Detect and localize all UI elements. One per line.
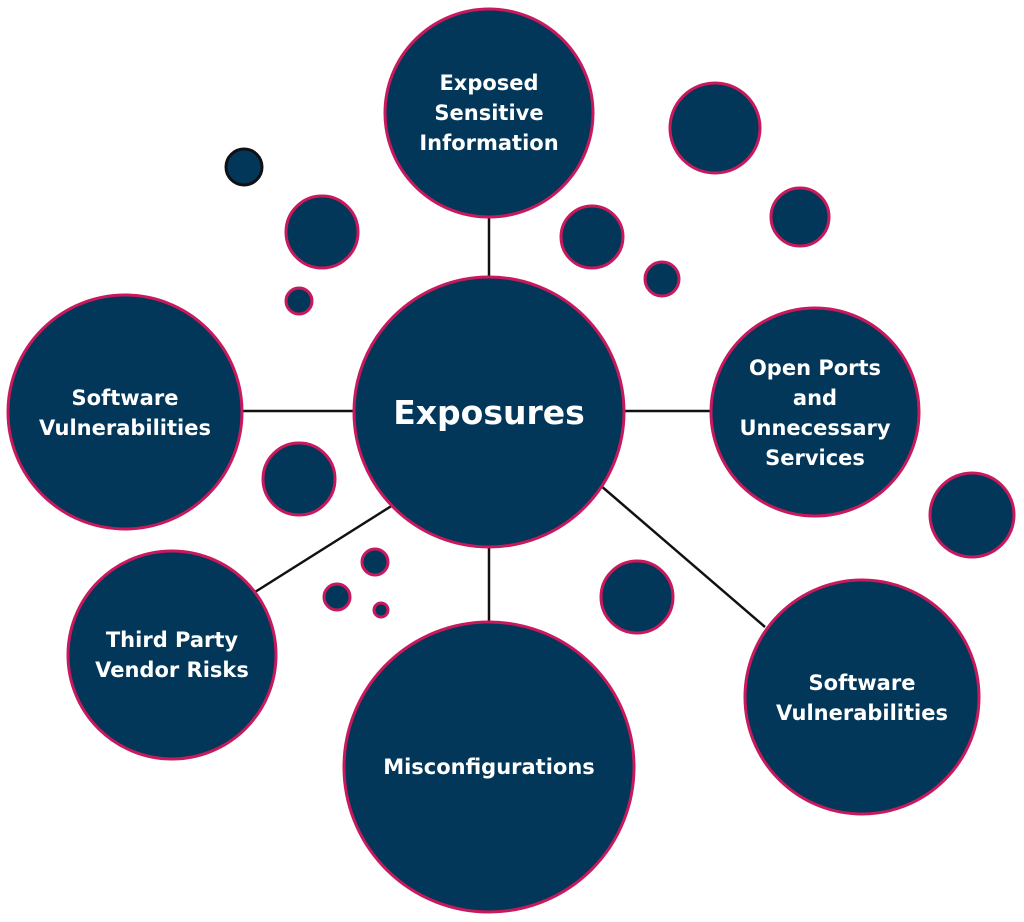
node-label-line: Information [419, 131, 558, 155]
bubble [284, 286, 314, 316]
node-exposed-sensitive-information: Exposed Sensitive Information [383, 7, 595, 219]
node-label-line: Sensitive [434, 101, 543, 125]
node-circle [66, 549, 278, 761]
connector-bottom-right [599, 484, 766, 628]
bubble [769, 186, 831, 248]
bubble [928, 471, 1016, 559]
node-circle [342, 620, 636, 914]
node-label-line: Unnecessary [739, 416, 890, 440]
node-label-line: Vulnerabilities [39, 416, 211, 440]
node-software-vulnerabilities-right: Software Vulnerabilities [743, 578, 981, 816]
node-circle [383, 7, 595, 219]
node-label-line: Services [765, 446, 865, 470]
node-label-line: Third Party [106, 628, 239, 652]
node-circle [709, 306, 921, 518]
center-label: Exposures [393, 393, 585, 432]
center-circle [352, 275, 626, 549]
node-third-party-vendor-risks: Third Party Vendor Risks [66, 549, 278, 761]
bubble [284, 194, 360, 270]
bubble [668, 81, 762, 175]
bubble [372, 601, 390, 619]
node-software-vulnerabilities-left: Software Vulnerabilities [6, 293, 244, 531]
bubble [360, 547, 390, 577]
connector-bottom-left [254, 503, 394, 594]
bubble [599, 559, 675, 635]
node-label-line: Open Ports [749, 356, 881, 380]
node-open-ports: Open Ports and Unnecessary Services [709, 306, 921, 518]
node-label-line: and [793, 386, 837, 410]
bubble [261, 441, 337, 517]
node-label-line: Vulnerabilities [776, 701, 948, 725]
node-circle [743, 578, 981, 816]
connectors [242, 217, 766, 628]
node-label-line: Exposed [439, 71, 538, 95]
node-circle [6, 293, 244, 531]
decorative-bubbles [224, 81, 1016, 635]
node-label-line: Software [809, 671, 916, 695]
node-label-line: Software [72, 386, 179, 410]
bubble [643, 260, 681, 298]
node-label-line: Vendor Risks [95, 658, 249, 682]
node-label-line: Misconfigurations [383, 755, 595, 779]
center-node: Exposures [352, 275, 626, 549]
node-misconfigurations: Misconfigurations [342, 620, 636, 914]
bubble [322, 582, 352, 612]
bubble [559, 204, 625, 270]
bubble [224, 147, 264, 187]
